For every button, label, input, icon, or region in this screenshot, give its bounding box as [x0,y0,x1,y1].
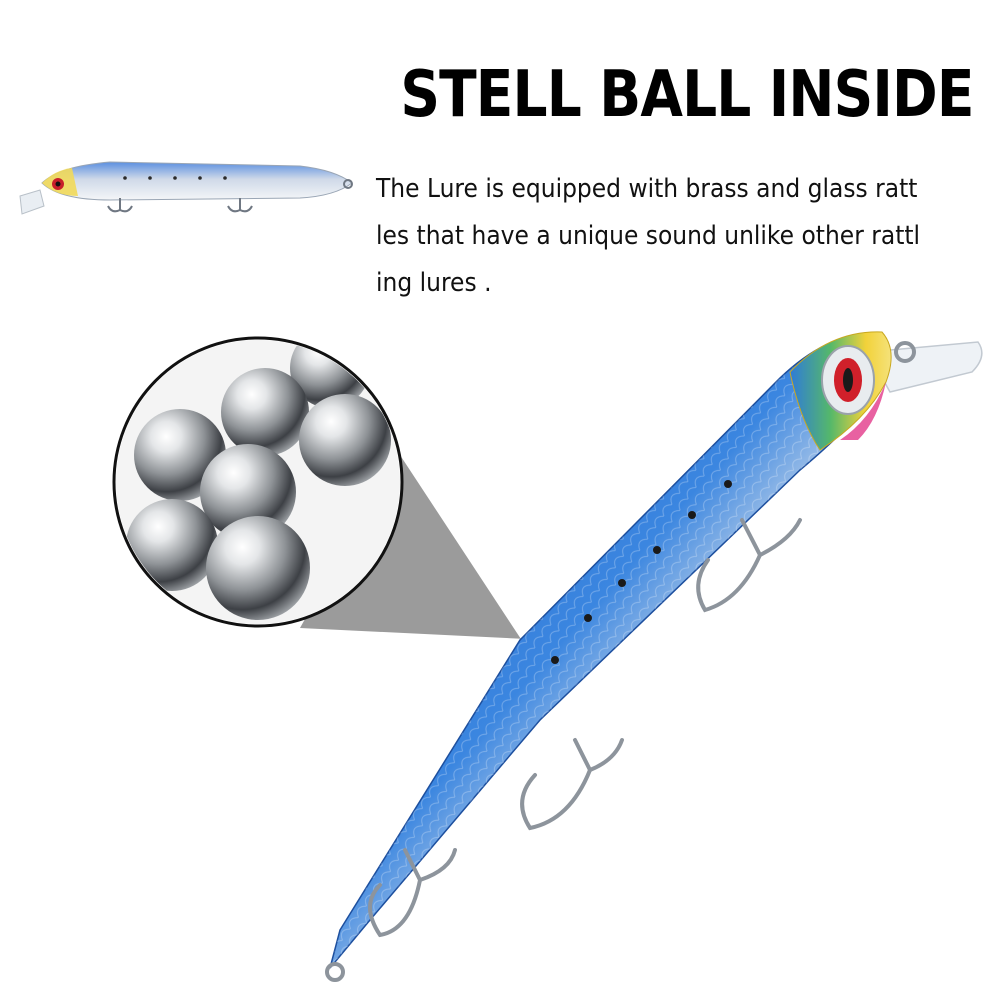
description-line: les that have a unique sound unlike othe… [376,221,921,251]
description-line: ing lures . [376,268,492,298]
headline: STELL BALL INSIDE [400,58,975,132]
steel-ball [206,516,310,620]
fishing-lure-side-view [19,161,353,215]
zoom-callout-wedge [300,452,548,668]
description-line: The Lure is equipped with brass and glas… [376,174,918,204]
steel-ball [299,394,391,486]
steel-ball [200,444,296,540]
steel-ball-zoom-circle [112,336,404,628]
steel-ball [221,368,309,456]
fishing-lure [325,331,983,982]
steel-ball [126,499,218,591]
feature-description: The Lure is equipped with brass and glas… [376,166,976,307]
